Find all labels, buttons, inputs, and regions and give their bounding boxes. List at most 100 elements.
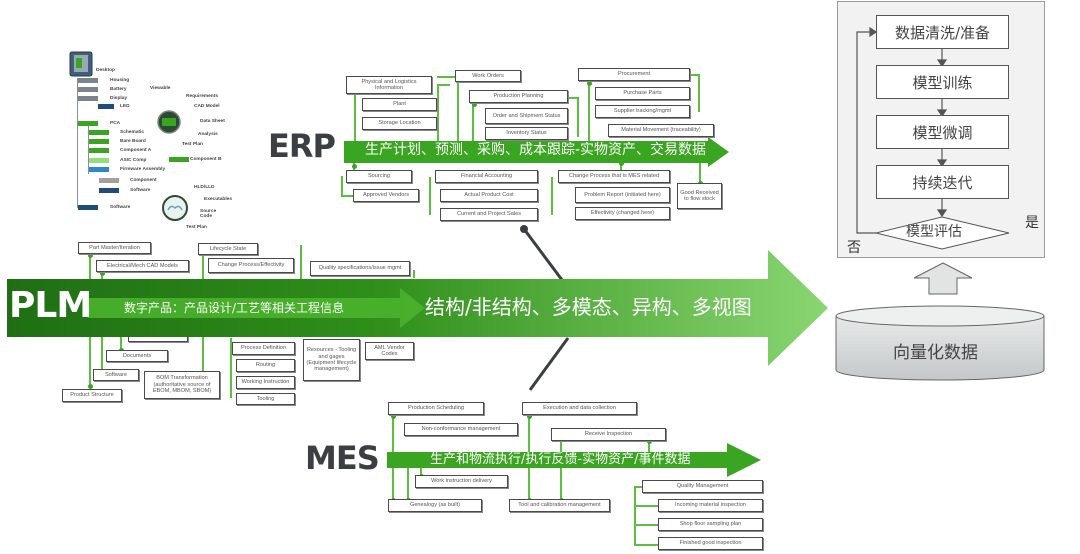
- erp-box: Material Movement (traceability): [608, 124, 714, 137]
- connector: [634, 524, 658, 526]
- plm-box: Change Process/Effectivity: [208, 258, 294, 273]
- mes-box: Incoming material inspection: [658, 499, 763, 512]
- tree-item: Software: [130, 188, 151, 193]
- tree-node-bar: [99, 178, 119, 183]
- main-data-arrow: [7, 250, 828, 366]
- connector-dot: [87, 383, 93, 389]
- tree-node-bar: [89, 139, 109, 144]
- connector: [437, 76, 467, 78]
- decision-diamond: [875, 216, 1010, 250]
- connector: [437, 84, 450, 86]
- connector: [413, 270, 415, 278]
- plm-box: Resources - Tooling and gages (Equipment…: [303, 339, 360, 381]
- mes-box: Work instruction delivery: [415, 475, 508, 488]
- connector: [567, 97, 579, 99]
- flow-yes-label: 是: [1025, 215, 1039, 231]
- plm-box: AML Vendor Codes: [365, 342, 414, 360]
- tree-node-bar: [98, 104, 114, 109]
- connector: [620, 163, 622, 175]
- artifact-label: Source Code: [200, 209, 217, 219]
- tree-item: Firmware Assembly: [120, 167, 166, 172]
- artifact-label: Viewable: [150, 86, 171, 91]
- flow-step-iterate: 持续迭代: [876, 165, 1009, 199]
- connector-dot: [586, 80, 592, 86]
- connector: [634, 544, 658, 546]
- plm-box: Documents: [106, 350, 168, 362]
- tree-node-bar: [78, 96, 98, 101]
- tree-item: Display: [110, 96, 128, 101]
- database-cylinder: [835, 316, 1045, 381]
- tree-item: Software: [110, 205, 131, 210]
- connector: [437, 87, 439, 143]
- erp-box: Plant: [362, 98, 437, 111]
- erp-box: Procurement: [578, 68, 690, 81]
- connector: [634, 486, 636, 546]
- connector: [634, 486, 646, 488]
- mes-box: Non-conformance management: [404, 423, 518, 436]
- connector-dot: [99, 270, 105, 276]
- artifact-label: Data Sheet: [200, 119, 225, 124]
- connector: [472, 90, 474, 144]
- artifact-label: HLD/LLD: [194, 185, 215, 190]
- main-arrow-text: 结构/非结构、多模态、异构、多视图: [425, 295, 752, 319]
- connector: [588, 80, 590, 144]
- tree-item: LED: [120, 104, 130, 109]
- link-dot: [520, 225, 528, 233]
- plm-product-tree: Desktop Housing Battery Display LED PCA …: [62, 48, 262, 238]
- erp-plm-link: [522, 228, 570, 289]
- flow-step-data-prep: 数据清洗/准备: [876, 15, 1009, 49]
- tree-connector: [77, 78, 78, 208]
- connector: [634, 505, 658, 507]
- mes-box: Receive Inspection: [551, 428, 666, 441]
- tree-node-bar: [78, 205, 98, 210]
- erp-box: Financial Accounting: [435, 170, 538, 183]
- tree-node-bar: [89, 148, 109, 153]
- mes-box: Quality Management: [642, 480, 763, 493]
- tree-node-bar: [78, 121, 98, 126]
- tree-node-bar: [78, 78, 98, 83]
- artifact-label: CAD Model: [194, 104, 220, 109]
- flow-no-label: 否: [847, 240, 861, 256]
- plm-arrow-text: 数字产品：产品设计/工艺等相关工程信息: [124, 301, 345, 315]
- connector: [300, 245, 302, 279]
- connector-dot: [351, 163, 357, 169]
- erp-box: Purchase Parts: [595, 87, 690, 100]
- erp-box: Physical and Logistics Information: [346, 76, 432, 94]
- plm-box: Electrical/Mech CAD Models: [96, 260, 189, 272]
- connector: [230, 338, 232, 398]
- erp-system-name: ERP: [268, 127, 336, 165]
- erp-box: Order and Shipment Status: [485, 108, 568, 124]
- tree-node-bar: [99, 188, 119, 193]
- mes-box: Shop floor sampling plan: [658, 518, 763, 531]
- mes-box: Tool and calibration management: [509, 499, 610, 512]
- erp-box: Good Received to flow stock: [677, 183, 722, 209]
- erp-box: Production Planning: [469, 90, 568, 103]
- plm-box: Product Structure: [62, 389, 122, 402]
- tree-item: Component A: [120, 148, 152, 153]
- connector: [429, 177, 431, 215]
- tree-item: Battery: [110, 87, 127, 92]
- plm-box: Working Instruction: [236, 376, 295, 389]
- artifact-label: Requirements: [186, 94, 218, 99]
- pcb-board-icon: [157, 110, 181, 134]
- tree-node-bar: [169, 157, 189, 162]
- erp-box: Actual Product Cost: [440, 189, 538, 202]
- software-cloud-icon: [162, 195, 188, 221]
- mes-box: Execution and data collection: [522, 402, 637, 415]
- connector-dot: [646, 438, 652, 444]
- plm-box: Quality specifications/issue mgmt: [310, 261, 410, 276]
- tree-item: Bare Board: [120, 139, 146, 144]
- flow-step-training: 模型训练: [876, 65, 1009, 99]
- connector: [341, 195, 355, 197]
- connector: [648, 440, 650, 452]
- database-label: 向量化数据: [893, 343, 978, 363]
- artifact-label: Analysis: [198, 132, 218, 137]
- erp-box: Change Process that is MES related: [558, 170, 670, 183]
- tree-item: Housing: [110, 78, 130, 83]
- tree-node-bar: [78, 87, 98, 92]
- flow-decision-label: 模型评估: [906, 224, 962, 240]
- connector: [120, 333, 122, 351]
- plm-system-name: PLM: [9, 285, 92, 326]
- mes-data-arrow: [387, 443, 761, 477]
- up-arrow-icon: [913, 262, 973, 295]
